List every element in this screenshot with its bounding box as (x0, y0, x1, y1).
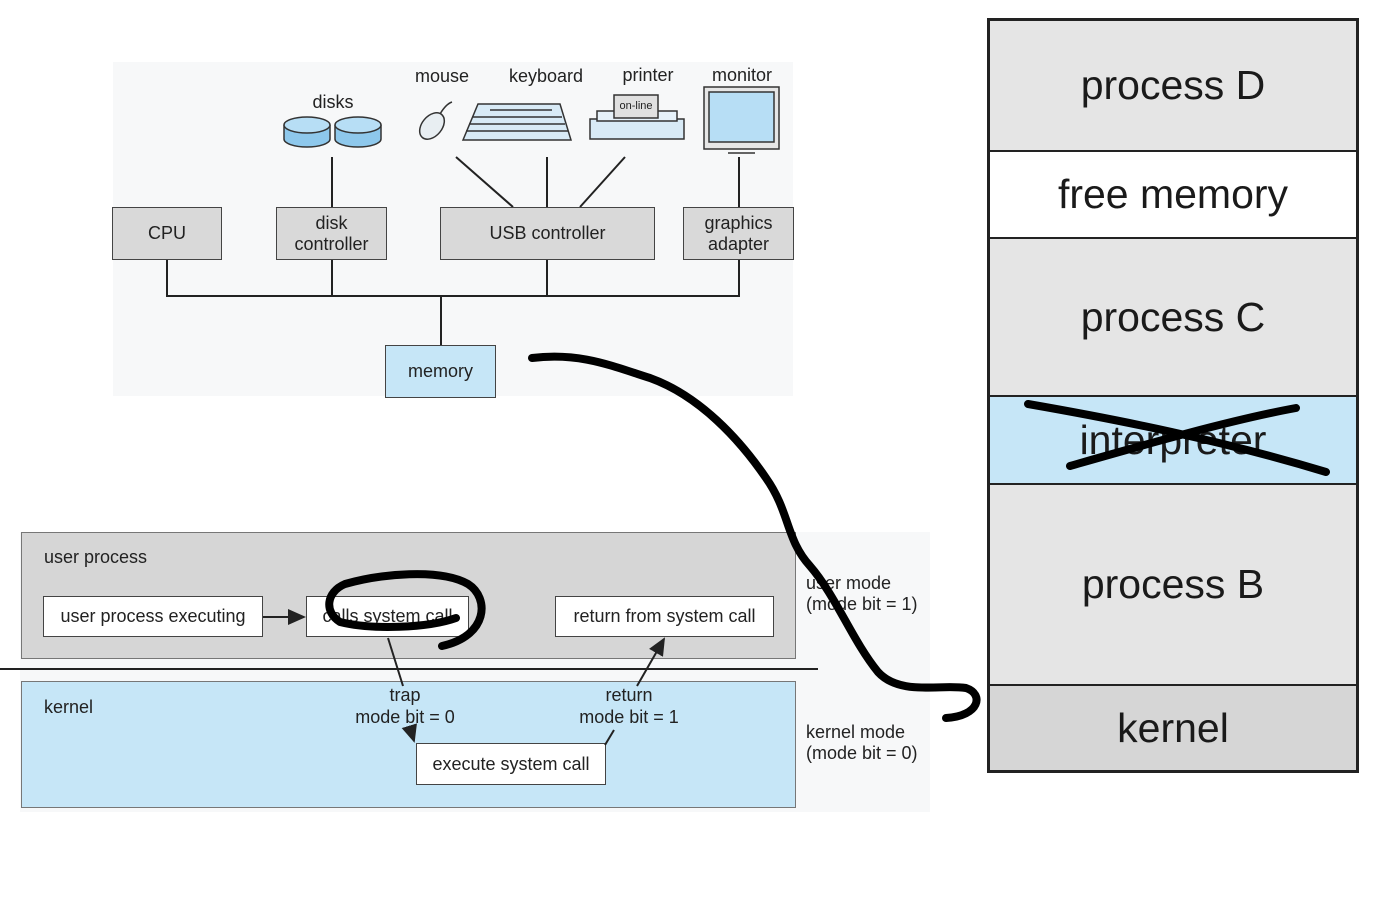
ink-arrow-memory-to-kernel (528, 352, 981, 722)
memory-region-free-memory: free memory (990, 152, 1356, 239)
user-process-executing-label: user process executing (60, 606, 246, 626)
usb-controller-label: USB controller (489, 223, 606, 243)
mouse-label: mouse (414, 66, 470, 86)
user-process-region (21, 532, 796, 659)
kernel-mode-label-line1: kernel mode (806, 722, 906, 742)
user-process-executing-box: user process executing (43, 596, 263, 637)
kernel-mode-label-line2: (mode bit = 0) (806, 743, 918, 763)
return-label-line2: mode bit = 1 (579, 707, 679, 727)
keyboard-label: keyboard (508, 66, 584, 86)
memory-label: memory (407, 361, 473, 381)
printer-status-label: on-line (619, 100, 653, 112)
memory-region-kernel: kernel (990, 686, 1356, 770)
memory-layout: process D free memory process C interpre… (987, 18, 1359, 773)
kernel-mode-label: kernel mode (mode bit = 0) (806, 722, 918, 764)
memory-region-process-c: process C (990, 239, 1356, 397)
free-memory-label: free memory (1057, 171, 1289, 217)
graphics-adapter-label-line1: graphics (704, 212, 773, 233)
execute-system-call-box: execute system call (416, 743, 606, 785)
graphics-adapter-label-line2: adapter (707, 233, 770, 254)
process-c-label: process C (1080, 293, 1266, 340)
trap-label: trap mode bit = 0 (340, 684, 470, 728)
trap-label-line1: trap (389, 685, 421, 705)
trap-label-line2: mode bit = 0 (355, 707, 455, 727)
disk-controller-label-line1: disk (315, 212, 348, 233)
ink-cross-out-interpreter (1024, 400, 1330, 476)
process-d-label: process D (1080, 62, 1266, 108)
kernel-region-label: kernel (44, 697, 94, 717)
return-from-system-call-box: return from system call (555, 596, 774, 637)
usb-controller-box: USB controller (440, 207, 655, 260)
monitor-label: monitor (711, 65, 773, 85)
kernel-memory-label: kernel (1117, 704, 1229, 751)
process-b-label: process B (1081, 561, 1265, 607)
disk-controller-box: disk controller (276, 207, 387, 260)
memory-region-process-d: process D (990, 21, 1356, 152)
kernel-region (21, 681, 796, 808)
return-from-system-call-label: return from system call (573, 606, 756, 626)
mode-divider-line (0, 668, 818, 670)
execute-system-call-label: execute system call (432, 753, 590, 774)
return-label: return mode bit = 1 (564, 684, 694, 728)
memory-region-process-b: process B (990, 485, 1356, 686)
printer-label: printer (622, 65, 674, 85)
cpu-box: CPU (112, 207, 222, 260)
memory-box: memory (385, 345, 496, 398)
graphics-adapter-box: graphics adapter (683, 207, 794, 260)
return-label-line1: return (605, 685, 653, 705)
ink-circle-around-system-call (325, 570, 486, 650)
disk-controller-label-line2: controller (294, 233, 369, 254)
disks-label: disks (312, 92, 354, 112)
cpu-label: CPU (147, 223, 186, 243)
user-process-label: user process (44, 547, 148, 567)
